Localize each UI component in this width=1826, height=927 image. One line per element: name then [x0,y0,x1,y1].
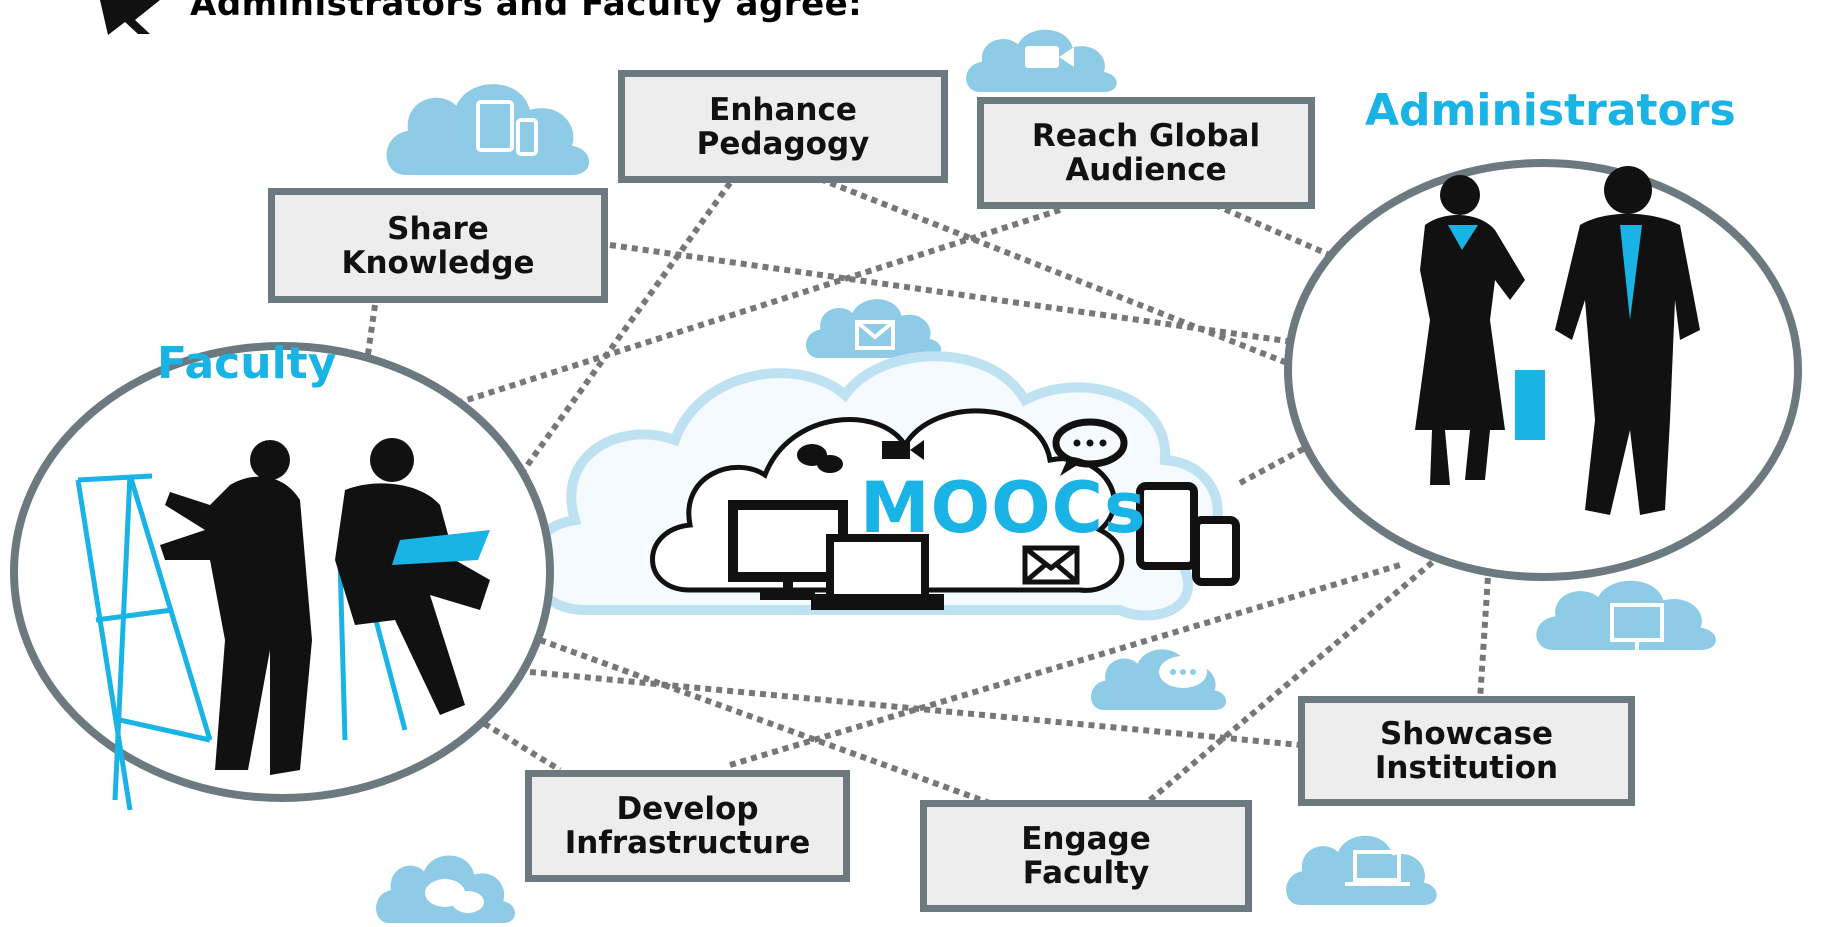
goal-line: Reach Global [1031,118,1261,154]
tablet-phone-icon [1136,482,1240,586]
businessman-silhouette [1555,166,1700,515]
connector-share-admin [609,242,1316,348]
chat-bubble-icon [1052,418,1128,476]
moocs-cloud [525,351,1240,621]
moocs-label: MOOCs [860,467,1147,549]
connection-lines [357,172,1493,808]
envelope-icon [1022,545,1080,585]
tablet-phone-icon [476,100,538,156]
goal-line: Pedagogy [696,125,870,162]
goal-line: Knowledge [341,244,535,281]
desktop-monitor-icon [1610,603,1664,652]
envelope-icon [855,320,895,350]
connector-global-admin [1213,202,1332,258]
connector-global-faculty [419,207,1061,418]
goal-line: Faculty [1022,855,1150,891]
cloud-laptop [1286,835,1437,905]
goal-line: Institution [1374,750,1559,786]
speech-bubbles-icon [797,444,843,473]
goal-line: Engage [1021,821,1151,857]
header-text: Administrators and Faculty agree: [190,0,863,24]
connector-showcase-faculty [529,669,1301,748]
administrators-circle [1284,159,1802,581]
goal-line: Enhance [709,91,857,128]
connector-engage-faculty [538,637,997,808]
administrators-title: Administrators [1365,85,1736,136]
goal-line: Audience [1065,152,1227,188]
faculty-title: Faculty [157,338,337,389]
cloud-tablet [386,84,590,175]
speech-bubbles-icon [425,879,484,913]
cursor-arrow-icon [100,0,160,35]
goal-line: Infrastructure [564,825,811,861]
connector-engage-admin [1148,557,1437,803]
goal-line: Showcase [1379,716,1554,752]
video-camera-icon [1025,46,1074,68]
cloud-chat [1091,649,1227,710]
video-camera-icon [882,440,924,460]
goal-line: Share [387,210,489,247]
laptop-icon [1345,850,1410,886]
connector-develop-faculty [473,715,562,773]
presenter-silhouette [160,440,312,775]
faculty-circle [10,342,554,811]
connector-moocs-admin [1238,437,1322,486]
connector-pedagogy-faculty [467,181,733,547]
connector-pedagogy-admin [808,172,1307,373]
goal-line: Develop [616,791,759,827]
seated-person-silhouette [335,438,490,715]
laptop-icon [811,534,944,610]
businesswoman-silhouette [1415,175,1545,485]
